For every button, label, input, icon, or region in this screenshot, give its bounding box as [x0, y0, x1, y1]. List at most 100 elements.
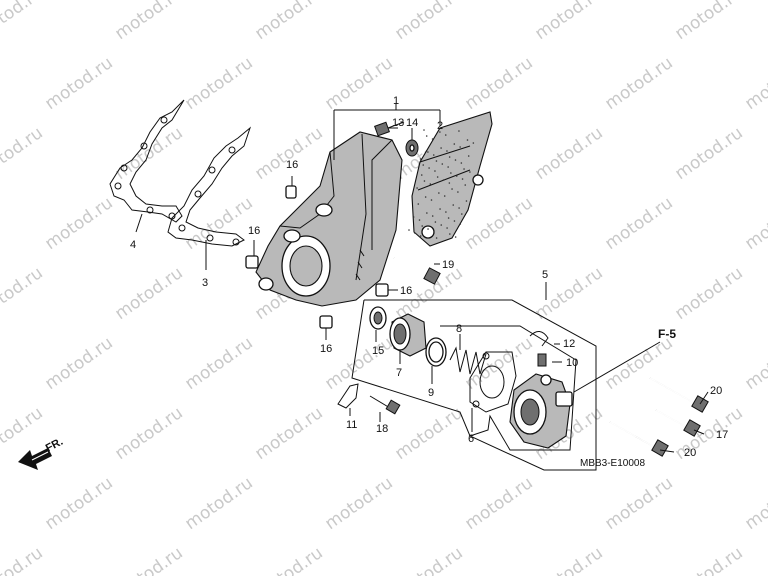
watermark-text: motod.ru: [111, 0, 186, 44]
texture-dot: [434, 221, 437, 223]
texture-dot: [417, 203, 420, 205]
texture-dot: [425, 135, 428, 137]
texture-dot: [446, 227, 448, 229]
watermark-text: motod.ru: [321, 473, 396, 534]
texture-dot: [431, 138, 434, 140]
texture-dot: [433, 231, 435, 233]
texture-dot: [453, 220, 456, 222]
bleeder-cap-12: [529, 331, 549, 347]
texture-dot: [439, 131, 441, 133]
texture-dot: [427, 228, 429, 230]
callout-16-a: 16: [286, 159, 298, 171]
callout-17: 17: [716, 429, 728, 441]
watermark-text: motod.ru: [41, 473, 116, 534]
watermark-text: motod.ru: [391, 403, 466, 464]
watermark-text: motod.ru: [0, 0, 47, 44]
watermark-text: motod.ru: [741, 193, 768, 254]
texture-dot: [450, 172, 452, 174]
watermark-text: motod.ru: [111, 543, 186, 576]
slave-cylinder-gasket-6: [469, 351, 517, 413]
bolt-19: [393, 257, 441, 285]
callout-20-a: 20: [710, 385, 722, 397]
slave-piston-7: [389, 313, 427, 357]
bolt-20-lower: [609, 421, 669, 457]
washer-14: [405, 139, 419, 157]
cover-plate-part-2: [408, 111, 493, 247]
watermark-text: motod.ru: [531, 123, 606, 184]
front-label: FR.: [44, 436, 65, 455]
texture-dot: [459, 223, 462, 225]
callout-20-b: 20: [684, 447, 696, 459]
watermark-text: motod.ru: [601, 193, 676, 254]
texture-dot: [457, 191, 459, 193]
callout-16-c: 16: [400, 285, 412, 297]
texture-dot: [465, 200, 468, 202]
callout-18: 18: [376, 423, 388, 435]
texture-dot: [419, 235, 422, 237]
texture-dot: [445, 211, 447, 213]
bolt-20-upper: [649, 377, 709, 413]
texture-dot: [443, 195, 446, 197]
texture-dot: [447, 217, 450, 219]
texture-dot: [419, 158, 422, 160]
texture-dot: [463, 168, 465, 170]
texture-dot: [453, 143, 456, 145]
texture-dot: [423, 129, 425, 131]
diagram-code: MBB3-E10008: [580, 458, 645, 469]
watermark-text: motod.ru: [41, 53, 116, 114]
callout-12: 12: [563, 338, 575, 350]
callout-16-b: 16: [248, 225, 260, 237]
o-ring-9: [425, 337, 447, 367]
dowel-pin-16-b: [245, 255, 259, 269]
leader-lines: [135, 104, 709, 471]
texture-dot: [464, 184, 467, 186]
watermark-text: motod.ru: [601, 53, 676, 114]
left-crankcase-cover: [255, 131, 403, 307]
texture-dot: [428, 167, 430, 169]
watermark-text: motod.ru: [461, 473, 536, 534]
dowel-pin-16-d: [319, 315, 333, 329]
watermark-text: motod.ru: [601, 473, 676, 534]
texture-dot: [461, 213, 463, 215]
texture-dot: [447, 166, 449, 168]
dowel-pin-16-a: [285, 185, 297, 199]
texture-dot: [429, 183, 432, 185]
watermark-text: motod.ru: [601, 333, 676, 394]
texture-dot: [440, 147, 442, 149]
watermark-text: motod.ru: [671, 403, 746, 464]
callout-19: 19: [442, 259, 454, 271]
texture-dot: [455, 175, 458, 177]
callout-1: 1: [393, 95, 399, 107]
callout-15: 15: [372, 345, 384, 357]
texture-dot: [436, 176, 439, 178]
watermark-text: motod.ru: [741, 53, 768, 114]
watermark-text: motod.ru: [671, 123, 746, 184]
watermark-text: motod.ru: [41, 193, 116, 254]
texture-dot: [442, 179, 445, 181]
spring-8: [449, 346, 487, 375]
watermark-text: motod.ru: [321, 53, 396, 114]
texture-dot: [459, 146, 461, 148]
clutch-slave-cylinder: [509, 373, 573, 449]
watermark-text: motod.ru: [251, 543, 326, 576]
texture-dot: [412, 216, 415, 218]
watermark-text: motod.ru: [251, 403, 326, 464]
watermark-text: motod.ru: [741, 473, 768, 534]
callout-14: 14: [406, 117, 418, 129]
front-direction-arrow: FR.: [18, 436, 65, 470]
watermark-text: motod.ru: [461, 193, 536, 254]
texture-dot: [430, 199, 433, 201]
texture-dot: [460, 162, 463, 164]
texture-dot: [452, 204, 455, 206]
texture-dot: [441, 163, 444, 165]
texture-dot: [421, 225, 424, 227]
dowel-pin-group: [245, 185, 389, 329]
watermark-text: motod.ru: [251, 0, 326, 44]
texture-dot: [472, 142, 475, 144]
callout-11: 11: [346, 419, 357, 431]
watermark-text: motod.ru: [671, 0, 746, 44]
bolt-17: [655, 409, 701, 437]
texture-dot: [446, 150, 448, 152]
texture-dot: [427, 151, 429, 153]
